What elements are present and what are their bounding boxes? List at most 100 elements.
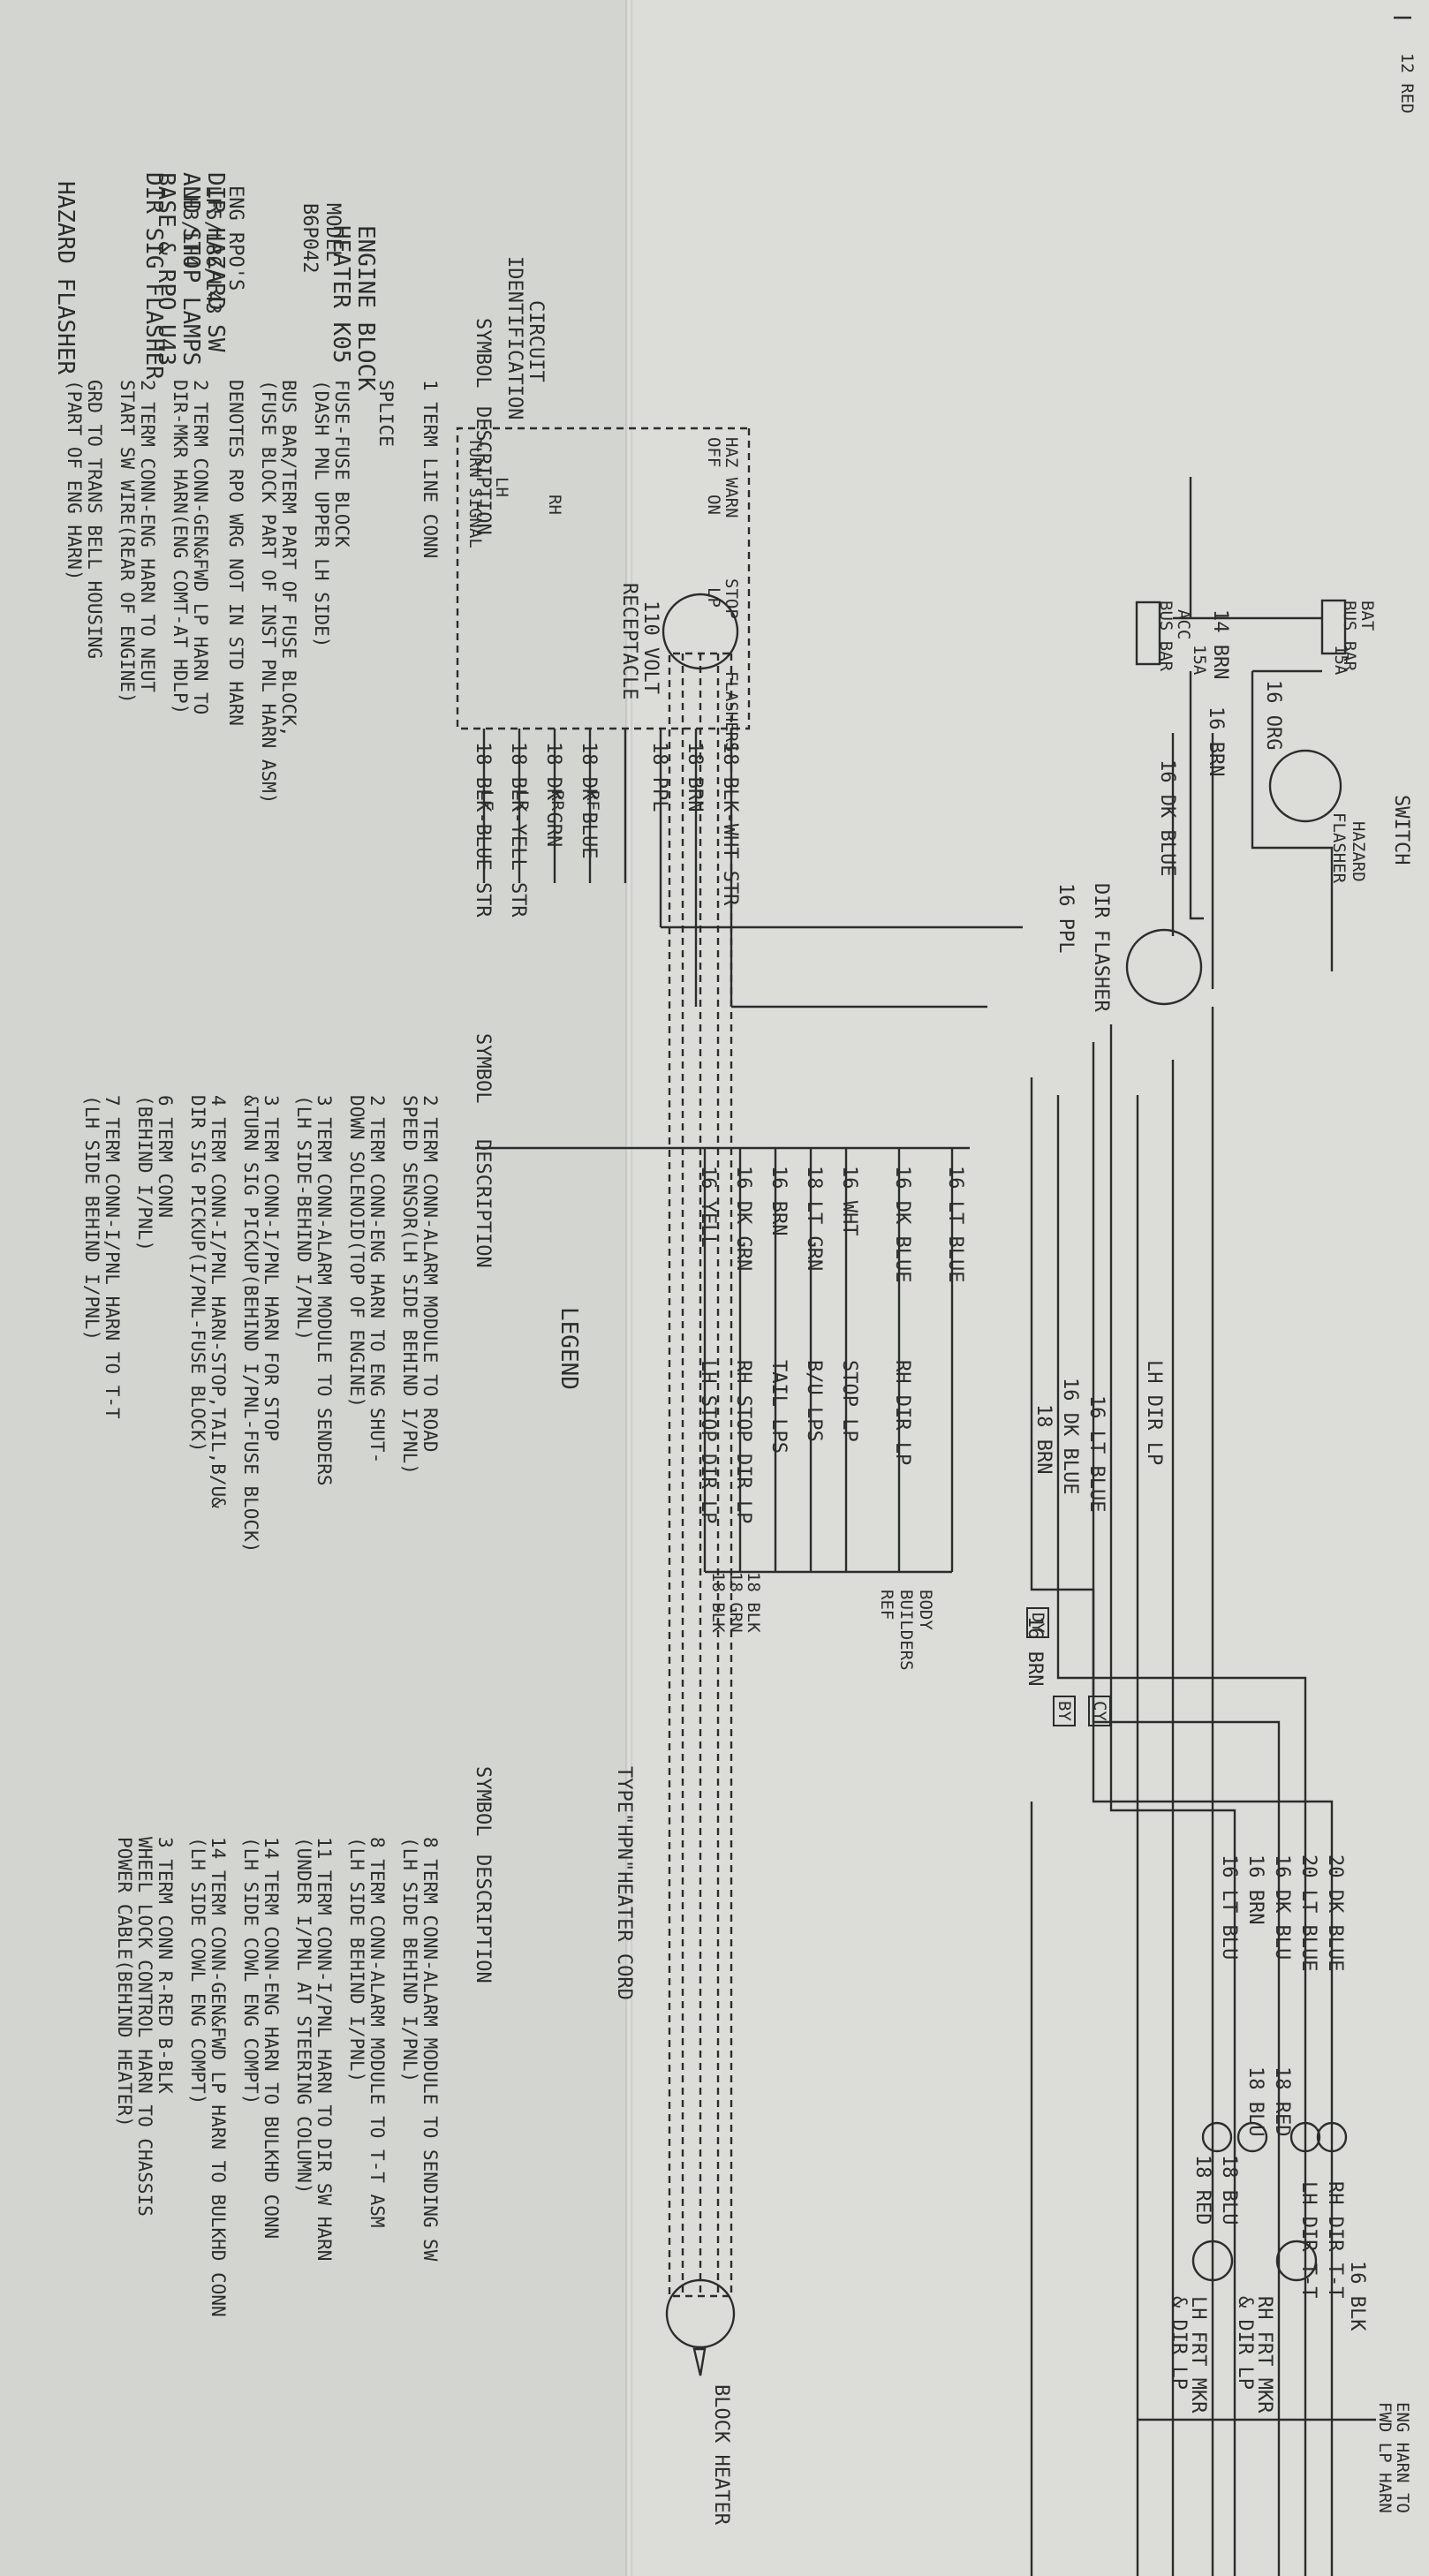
eng-rpo-1: LF5/L86/L43: [201, 185, 223, 314]
legend-c2-6: 7 TERM CONN-I/PNL HARN TO T-T (LH SIDE B…: [81, 1095, 123, 1419]
wire-16-dk-blue-3: 16 DK BLUE: [1059, 1378, 1081, 1495]
wire-18-ppl: 18 PPL: [648, 742, 670, 812]
paper-fold: [625, 0, 632, 2576]
connector-dy: DY: [1026, 1607, 1049, 1638]
connector-cy: CY: [1088, 1696, 1111, 1726]
load-rh-frt-mkr: RH FRT MKR: [1253, 2296, 1275, 2414]
wire-18-blk-yell: 18 BLK-YELL STR: [507, 742, 529, 918]
sig-rr: RR: [548, 790, 567, 811]
load-tail-lps: TAIL LPS: [767, 1360, 790, 1454]
wire-16-dk-grn: 16 DK GRN: [732, 1166, 754, 1272]
legend-c3-5: 3 TERM CONN R-RED B-BLK WHEEL LOCK CONTR…: [114, 1837, 176, 2217]
eng-harn-1: ENG HARN TO: [1393, 2402, 1412, 2513]
wire-16-yell: 16 YELL: [697, 1166, 719, 1248]
wire-16-dk-blue: 16 DK BLUE: [1156, 759, 1178, 877]
legend-c3-2: 11 TERM CONN-I/PNL HARN TO DIR SW HARN (…: [293, 1837, 335, 2262]
flasher-small-label: FLASHER: [1329, 812, 1349, 884]
legend-c2-3: 3 TERM CONN-I/PNL HARN FOR STOP &TURN SI…: [240, 1095, 282, 1553]
receptacle-label: RECEPTACLE: [618, 583, 640, 700]
wire-16-brn-2: 16 BRN: [767, 1166, 790, 1236]
block-heater-symbol: [665, 2278, 736, 2349]
acc-bus-bar: [1135, 601, 1161, 666]
load-bu-lps: B/U LPS: [803, 1360, 825, 1442]
switch-stop: STOP: [722, 578, 741, 619]
sig-lf: LF: [477, 790, 496, 811]
bat-bus-bar: [1320, 599, 1347, 655]
legend-c1-5: 2 TERM CONN-GEN&FWD LP HARN TO DIR-MKR H…: [170, 380, 211, 715]
legend-c2-4: 4 TERM CONN-I/PNL HARN-STOP,TAIL,B/U& DI…: [187, 1095, 229, 1508]
wire-18-blu: 18 BLU: [1244, 2066, 1266, 2137]
load-lh-dir-lp2: & DIR LP: [1168, 2296, 1190, 2390]
hazard-flasher-symbol: [1268, 749, 1342, 823]
switch-lh: LH: [492, 477, 511, 497]
body-builders-3: REF: [877, 1590, 896, 1620]
legend-c1-6: 2 TERM CONN-ENG HARN TO NEUT START SW WI…: [117, 380, 158, 704]
dir-flasher-label: DIR FLASHER: [1090, 883, 1112, 1012]
model-value: B6P042: [299, 203, 321, 274]
wire-16-lt-blue-2: 16 LT BLUE: [1085, 1395, 1108, 1513]
eng-rpo-label: ENG RPO'S: [224, 185, 246, 291]
switch-rh: RH: [545, 495, 564, 515]
heater-cord-label: TYPE"HPN"HEATER CORD: [613, 1766, 635, 2000]
load-lh-frt-mkr: LH FRT MKR: [1187, 2296, 1209, 2414]
sig-lr: LR: [512, 790, 532, 811]
circuit-id-1: CIRCUIT: [525, 300, 547, 382]
eng-harn-2: FWD LP HARN: [1375, 2402, 1395, 2513]
legend-desc-h1: DESCRIPTION: [472, 406, 494, 535]
load-rh-dir-lp2: & DIR LP: [1234, 2296, 1256, 2390]
heater-wire-3: 18 BLK: [708, 1572, 728, 1633]
body-builders-2: BUILDERS: [896, 1590, 916, 1671]
acc-bus-bar-label: BUS BAR: [1156, 601, 1176, 672]
receptacle-110-label: 110 VOLT: [639, 601, 662, 694]
wire-20-lt-blue: 20 LT BLUE: [1297, 1855, 1319, 1972]
block-heater-label: BLOCK HEATER: [710, 2384, 732, 2525]
wire-18-blu-2: 18 BLU: [1218, 2155, 1240, 2225]
body-builders-1: BODY: [916, 1590, 935, 1630]
wire-18-red: 18 RED: [1271, 2066, 1293, 2137]
wire-16-lt-blu: 16 LT BLU: [1218, 1855, 1240, 1960]
heater-wire-2: 18 GRN: [726, 1572, 745, 1633]
wire-18-blk-blue: 18 BLK-BLUE STR: [472, 742, 494, 918]
wire-16-brn: 16 BRN: [1205, 706, 1227, 777]
legend-c1-7: GRD TO TRANS BELL HOUSING (PART OF ENG H…: [64, 380, 105, 660]
wire-16-dk-blu: 16 DK BLU: [1271, 1855, 1293, 1960]
switch-haz: HAZ WARN: [722, 437, 741, 518]
legend-c2-5: 6 TERM CONN (BEHIND I/PNL): [134, 1095, 176, 1252]
hazard-small-label: HAZARD: [1349, 821, 1368, 882]
legend-c3-0: 8 TERM CONN-ALARM MODULE TO SENDING SW (…: [399, 1837, 441, 2262]
legend-symbol-h2: SYMBOL: [472, 1033, 494, 1104]
red-12: 12 RED: [1397, 53, 1417, 114]
legend-symbol-h1: SYMBOL: [472, 318, 494, 389]
wire-16-brn-4: 16 BRN: [1244, 1855, 1266, 1925]
legend-title: LEGEND: [556, 1307, 582, 1390]
legend-c1-0: 1 TERM LINE CONN: [420, 380, 441, 559]
wire-18-red-2: 18 RED: [1191, 2155, 1214, 2225]
wire-20-dk-blue: 20 DK BLUE: [1324, 1855, 1346, 1972]
wire-16-wht: 16 WHT: [838, 1166, 860, 1236]
legend-c3-3: 14 TERM CONN-ENG HARN TO BULKHD CONN (LH…: [240, 1837, 282, 2240]
eng-rpo-2: LH3/LH4: [178, 185, 200, 268]
legend-c3-1: 8 TERM CONN-ALARM MODULE TO T-T ASM (LH …: [346, 1837, 388, 2228]
legend-c2-1: 2 TERM CONN-ENG HARN TO ENG SHUT- DOWN S…: [346, 1095, 388, 1464]
switch-lp: LP: [704, 587, 723, 608]
load-rh-stop-dir: RH STOP DIR LP: [732, 1360, 754, 1524]
base-rpo-label: BASE & RPO U43: [153, 172, 179, 366]
legend-c1-2: FUSE-FUSE BLOCK (DASH PNL UPPER LH SIDE): [311, 380, 352, 648]
bat-label: BAT: [1357, 601, 1377, 631]
dir-flasher-symbol: [1125, 928, 1203, 1006]
wire-16-blk: 16 BLK: [1346, 2261, 1368, 2331]
model-label: MODEL: [321, 203, 344, 262]
legend-c2-0: 2 TERM CONN-ALARM MODULE TO ROAD SPEED S…: [399, 1095, 441, 1475]
wire-16-org: 16 ORG: [1262, 680, 1284, 751]
engine-block-label: ENGINE BLOCK: [352, 225, 379, 391]
load-rh-dir-tt: RH DIR T-T: [1324, 2181, 1346, 2299]
dir-hazard-switch-box: [456, 427, 751, 730]
wire-18-brn-2: 18 BRN: [1032, 1404, 1055, 1475]
wire-14-brn: 14 BRN: [1209, 609, 1231, 680]
wire-18-brn: 18 BRN: [684, 742, 706, 812]
circuit-id-2: IDENTIFICATION: [503, 256, 525, 420]
load-lh-dir-tt: LH DIR T-T: [1297, 2181, 1319, 2299]
legend-c1-3: BUS BAR/TERM PART OF FUSE BLOCK, (FUSE B…: [258, 380, 299, 805]
